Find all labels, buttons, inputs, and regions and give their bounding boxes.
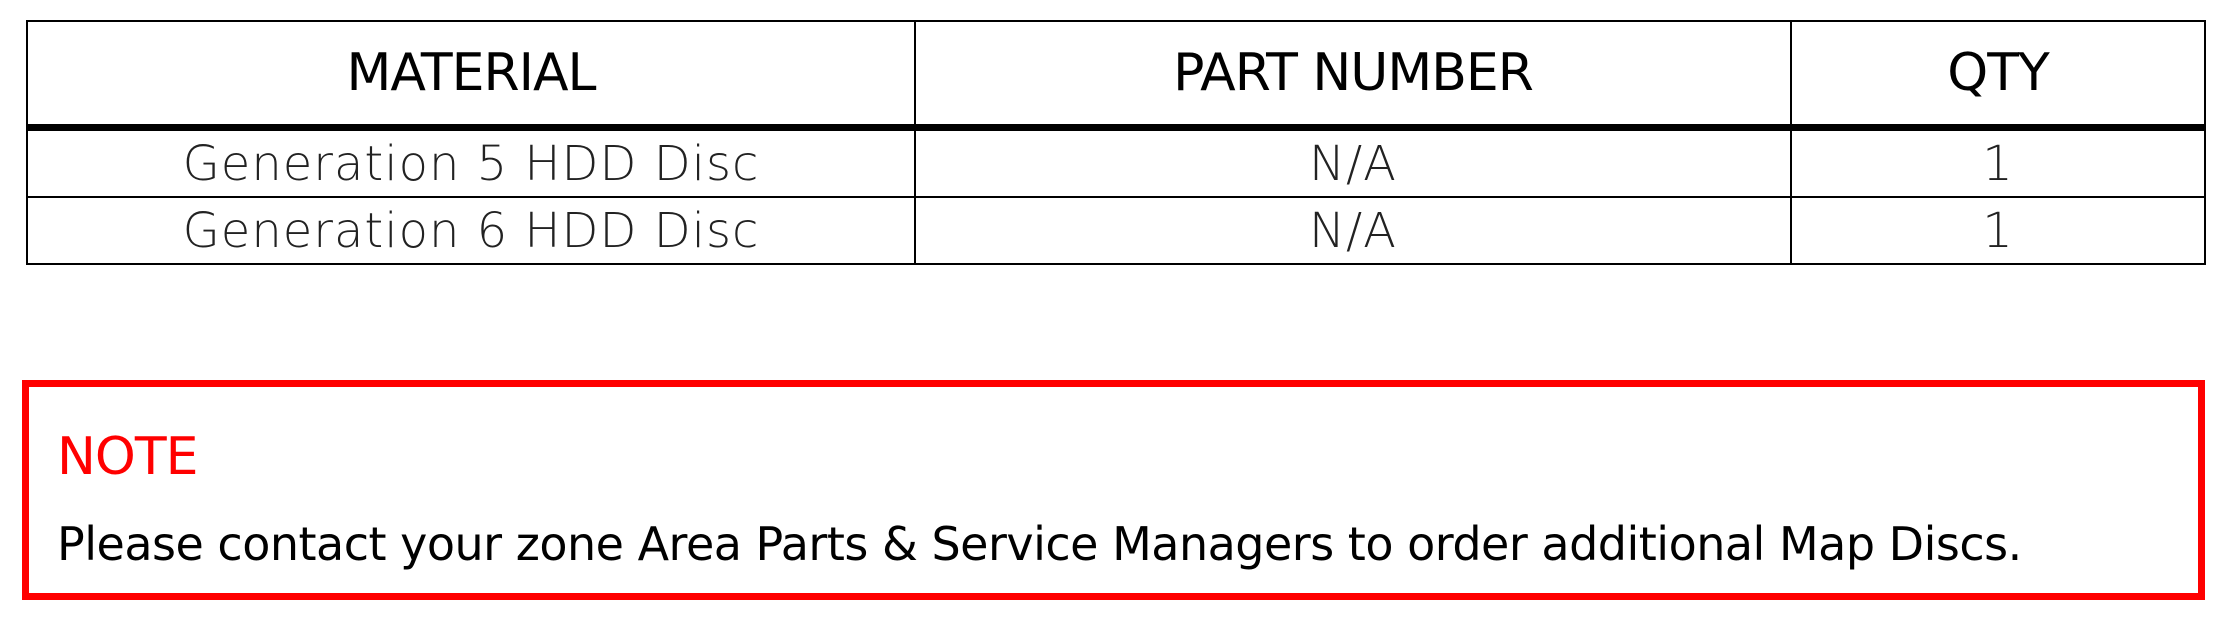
cell-qty: 1 [1790, 127, 2206, 198]
note-title: NOTE [57, 427, 198, 487]
table-header-row: MATERIAL PART NUMBER QTY [26, 21, 2206, 131]
note-box: NOTE Please contact your zone Area Parts… [22, 380, 2205, 600]
cell-part-number: N/A [914, 197, 1792, 265]
cell-material: Generation 6 HDD Disc [26, 197, 916, 265]
parts-table: MATERIAL PART NUMBER QTY Generation 5 HD… [26, 20, 2206, 265]
table-row: Generation 6 HDD Disc N/A 1 [26, 197, 2206, 265]
header-qty: QTY [1790, 21, 2206, 131]
cell-qty: 1 [1790, 197, 2206, 265]
table-row: Generation 5 HDD Disc N/A 1 [26, 127, 2206, 198]
note-body: Please contact your zone Area Parts & Se… [57, 517, 2022, 571]
cell-material: Generation 5 HDD Disc [26, 127, 916, 198]
header-material: MATERIAL [26, 21, 916, 131]
cell-part-number: N/A [914, 127, 1792, 198]
header-part-number: PART NUMBER [914, 21, 1792, 131]
